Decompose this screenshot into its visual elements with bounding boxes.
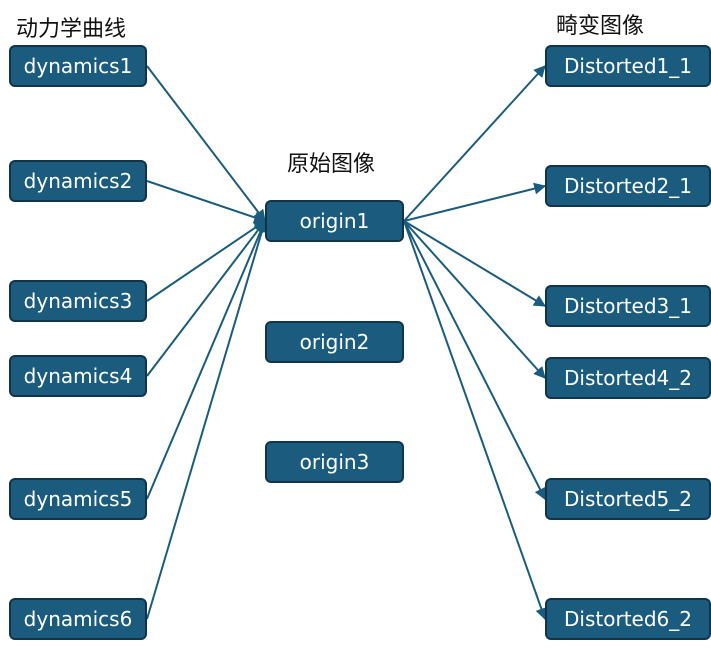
edge-dynamics2-to-origin1 (146, 180, 267, 224)
dynamics-column-heading: 动力学曲线 (16, 17, 127, 42)
node-dynamics2: dynamics2 (9, 160, 147, 202)
node-distorted4-2: Distorted4_2 (545, 357, 711, 399)
node-dynamics4: dynamics4 (9, 355, 147, 397)
node-distorted1-1: Distorted1_1 (545, 45, 711, 87)
node-distorted6-2: Distorted6_2 (545, 598, 711, 640)
origin-column-heading: 原始图像 (287, 152, 376, 177)
edge-origin1-to-distorted6_2 (403, 220, 548, 621)
edge-origin1-to-distorted1_1 (403, 65, 546, 222)
node-dynamics3: dynamics3 (9, 280, 147, 322)
node-origin3: origin3 (265, 441, 404, 483)
node-dynamics6: dynamics6 (9, 598, 147, 640)
edge-dynamics3-to-origin1 (146, 220, 266, 302)
edge-origin1-to-distorted3_1 (403, 220, 547, 307)
edge-origin1-to-distorted4_2 (403, 220, 546, 379)
node-dynamics5: dynamics5 (9, 478, 147, 520)
node-origin1: origin1 (265, 200, 404, 242)
edge-origin1-to-distorted2_1 (403, 182, 547, 222)
node-origin2: origin2 (265, 321, 404, 363)
distorted-column-heading: 畸变图像 (556, 14, 645, 39)
edge-dynamics1-to-origin1 (146, 65, 266, 222)
edge-dynamics6-to-origin1 (146, 219, 268, 620)
node-distorted5-2: Distorted5_2 (545, 478, 711, 520)
node-dynamics1: dynamics1 (9, 45, 147, 87)
edge-dynamics4-to-origin1 (146, 220, 266, 377)
node-distorted3-1: Distorted3_1 (545, 285, 711, 327)
edge-dynamics5-to-origin1 (146, 219, 267, 500)
edge-origin1-to-distorted5_2 (403, 220, 546, 501)
node-distorted2-1: Distorted2_1 (545, 165, 711, 207)
